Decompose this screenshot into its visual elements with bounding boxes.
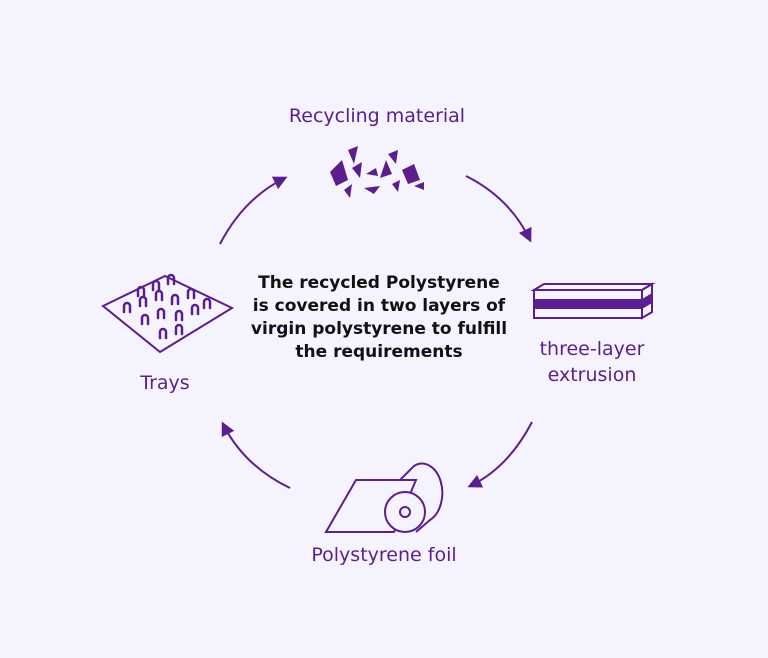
arrow-recycling-to-extrusion (465, 175, 532, 243)
three-layer-extrusion-label: three-layer extrusion (539, 338, 645, 386)
recycled-flakes-icon (330, 146, 424, 198)
arrow-trays-to-recycling (219, 176, 288, 245)
arrow-extrusion-to-foil (467, 421, 533, 488)
layered-sheet-icon (530, 282, 656, 320)
trays-label: Trays (140, 372, 190, 394)
tray-grid-icon (101, 273, 235, 354)
foil-roll-icon (324, 462, 444, 533)
center-description: The recycled Polystyrene is covered in t… (250, 273, 508, 362)
recycling-material-label: Recycling material (288, 105, 466, 127)
polystyrene-foil-label: Polystyrene foil (311, 544, 457, 566)
arrow-foil-to-trays (221, 421, 291, 489)
